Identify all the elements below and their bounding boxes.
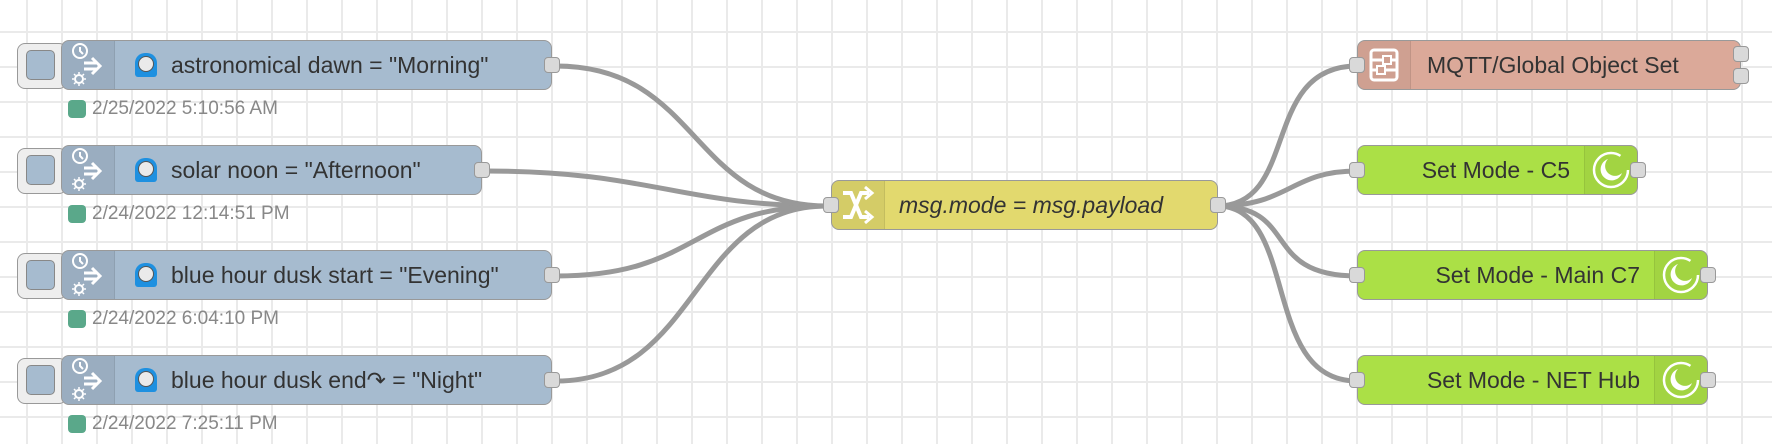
status-dot-icon	[68, 415, 86, 433]
node-status: 2/24/2022 12:14:51 PM	[68, 203, 290, 225]
input-port[interactable]	[1349, 372, 1365, 388]
clock-arrow-sun-icon	[72, 43, 103, 86]
status-text: 2/24/2022 6:04:10 PM	[92, 308, 279, 329]
inject-node[interactable]: solar noon = "Afternoon"	[61, 145, 490, 195]
input-port[interactable]	[823, 197, 839, 213]
wire-change-to-net-hub[interactable]	[1216, 203, 1358, 384]
inject-icon	[62, 41, 115, 89]
inject-trigger-button[interactable]	[17, 43, 67, 89]
wire-inject-2-to-change[interactable]	[485, 168, 828, 209]
inject-node[interactable]: blue hour dusk end↷ = "Night"	[61, 355, 560, 405]
shuffle-icon	[843, 185, 875, 225]
moon-icon-box	[1654, 356, 1707, 404]
subflow-node[interactable]: MQTT/Global Object Set	[1349, 40, 1749, 90]
timer-icon	[135, 368, 157, 392]
moon-icon-box	[1584, 146, 1637, 194]
clock-arrow-sun-icon	[72, 253, 103, 296]
inject-icon	[62, 356, 115, 404]
timer-icon	[135, 53, 157, 77]
moon-icon	[1662, 256, 1700, 294]
timer-icon	[135, 263, 157, 287]
node-status: 2/25/2022 5:10:56 AM	[68, 98, 278, 120]
subflow-icon-box	[1358, 41, 1411, 89]
wire-change-to-c5[interactable]	[1216, 168, 1358, 209]
inject-label: blue hour dusk end↷ = "Night"	[171, 366, 483, 393]
subflow-label: MQTT/Global Object Set	[1427, 51, 1679, 78]
change-label: msg.mode = msg.payload	[899, 191, 1163, 218]
inject-trigger-button-face[interactable]	[26, 50, 55, 80]
output-port[interactable]	[1700, 372, 1716, 388]
wire-inject-4-to-change[interactable]	[555, 203, 828, 384]
status-dot-icon	[68, 310, 86, 328]
set-mode-label: Set Mode - NET Hub	[1426, 366, 1640, 393]
output-port[interactable]	[1210, 197, 1226, 213]
output-port[interactable]	[1700, 267, 1716, 283]
wire-inject-3-to-change[interactable]	[555, 203, 828, 279]
timer-icon	[135, 158, 157, 182]
set-mode-node[interactable]: Set Mode - C5	[1349, 145, 1646, 195]
wire-change-to-main-c7[interactable]	[1216, 203, 1358, 279]
output-port[interactable]	[1630, 162, 1646, 178]
status-text: 2/24/2022 12:14:51 PM	[92, 203, 290, 224]
wire-inject-1-to-change[interactable]	[555, 63, 828, 209]
inject-trigger-button[interactable]	[17, 253, 67, 299]
moon-icon	[1592, 151, 1630, 189]
subflow-icon	[1369, 48, 1399, 82]
inject-node[interactable]: blue hour dusk start = "Evening"	[61, 250, 560, 300]
set-mode-node[interactable]: Set Mode - Main C7	[1349, 250, 1716, 300]
wire-change-to-mqtt[interactable]	[1216, 63, 1358, 209]
inject-trigger-button[interactable]	[17, 358, 67, 404]
status-text: 2/24/2022 7:25:11 PM	[92, 413, 278, 434]
node-status: 2/24/2022 6:04:10 PM	[68, 308, 279, 330]
clock-arrow-sun-icon	[72, 148, 103, 191]
inject-trigger-button-face[interactable]	[26, 365, 55, 395]
change-node[interactable]: msg.mode = msg.payload	[823, 180, 1226, 230]
moon-icon	[1662, 361, 1700, 399]
inject-trigger-button-face[interactable]	[26, 155, 55, 185]
input-port[interactable]	[1349, 267, 1365, 283]
inject-trigger-button-face[interactable]	[26, 260, 55, 290]
set-mode-label: Set Mode - C5	[1421, 156, 1570, 183]
output-port[interactable]	[544, 372, 560, 388]
inject-node[interactable]: astronomical dawn = "Morning"	[61, 40, 560, 90]
status-dot-icon	[68, 100, 86, 118]
clock-arrow-sun-icon	[72, 358, 103, 401]
output-port[interactable]	[474, 162, 490, 178]
output-port[interactable]	[544, 267, 560, 283]
inject-icon	[62, 251, 115, 299]
set-mode-label: Set Mode - Main C7	[1435, 261, 1640, 288]
change-icon-box	[832, 181, 885, 229]
output-port[interactable]	[1733, 68, 1749, 84]
input-port[interactable]	[1349, 57, 1365, 73]
node-status: 2/24/2022 7:25:11 PM	[68, 413, 278, 435]
inject-label: astronomical dawn = "Morning"	[171, 51, 489, 78]
status-dot-icon	[68, 205, 86, 223]
status-text: 2/25/2022 5:10:56 AM	[92, 98, 278, 119]
inject-icon	[62, 146, 115, 194]
output-port[interactable]	[544, 57, 560, 73]
output-port[interactable]	[1733, 46, 1749, 62]
inject-label: blue hour dusk start = "Evening"	[171, 261, 499, 288]
moon-icon-box	[1654, 251, 1707, 299]
inject-label: solar noon = "Afternoon"	[171, 156, 421, 183]
input-port[interactable]	[1349, 162, 1365, 178]
set-mode-node[interactable]: Set Mode - NET Hub	[1349, 355, 1716, 405]
inject-trigger-button[interactable]	[17, 148, 67, 194]
